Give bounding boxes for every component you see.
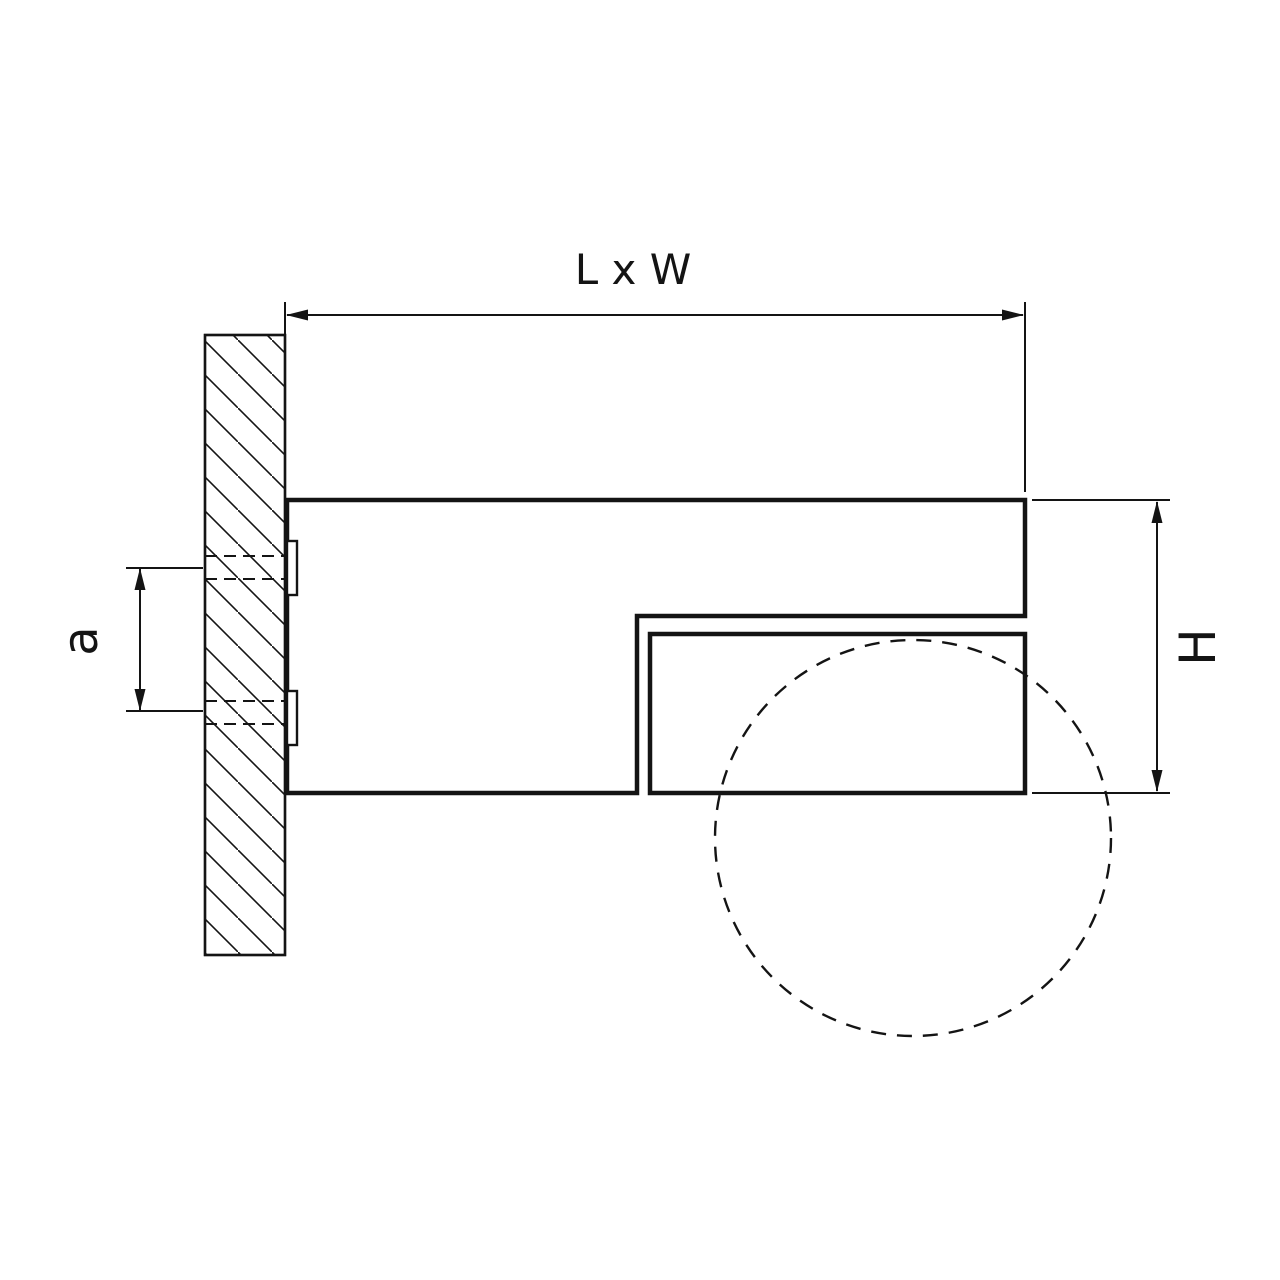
dimension-length-width: L x W bbox=[284, 245, 1026, 492]
dimension-label-length-width: L x W bbox=[575, 245, 691, 294]
screw-head bbox=[285, 539, 299, 597]
wall-section bbox=[203, 333, 287, 957]
screw-head bbox=[285, 689, 299, 747]
dimension-label-height: H bbox=[1169, 628, 1227, 666]
arrowhead-right bbox=[1002, 309, 1024, 321]
dimension-hole-spacing: a bbox=[53, 567, 203, 712]
bracket-lower-arm bbox=[647, 631, 1028, 796]
arrowhead-left bbox=[286, 309, 308, 321]
arrowhead-top bbox=[1151, 501, 1163, 523]
wall-hatching bbox=[203, 333, 287, 957]
arrowhead-bottom bbox=[134, 689, 146, 711]
reference-dashed-circle bbox=[713, 638, 1113, 1038]
bracket-body bbox=[284, 497, 1028, 796]
dimension-height: H bbox=[1032, 499, 1227, 794]
mounting-hole-top bbox=[205, 539, 299, 597]
mounting-hole-bottom bbox=[205, 689, 299, 747]
dimension-label-hole-spacing: a bbox=[53, 626, 109, 655]
arrowhead-bottom bbox=[1151, 770, 1163, 792]
arrowhead-top bbox=[134, 568, 146, 590]
